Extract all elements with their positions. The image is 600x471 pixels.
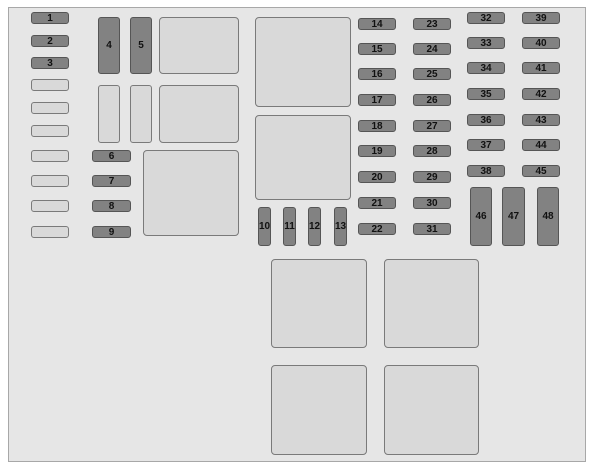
fuse-2: 2 bbox=[31, 35, 69, 47]
fuse-39: 39 bbox=[522, 12, 560, 24]
relay bbox=[255, 17, 351, 107]
fuse-24: 24 bbox=[413, 43, 451, 55]
empty-fuse-slot bbox=[31, 102, 69, 114]
fuse-30: 30 bbox=[413, 197, 451, 209]
relay bbox=[143, 150, 239, 236]
relay bbox=[255, 115, 351, 200]
fuse-20: 20 bbox=[358, 171, 396, 183]
empty-fuse-slot bbox=[31, 200, 69, 212]
fuse-44: 44 bbox=[522, 139, 560, 151]
fuse-16: 16 bbox=[358, 68, 396, 80]
fuse-26: 26 bbox=[413, 94, 451, 106]
fuse-43: 43 bbox=[522, 114, 560, 126]
fuse-1: 1 bbox=[31, 12, 69, 24]
fuse-3: 3 bbox=[31, 57, 69, 69]
fuse-15: 15 bbox=[358, 43, 396, 55]
fuse-18: 18 bbox=[358, 120, 396, 132]
fuse-8: 8 bbox=[92, 200, 131, 212]
fuse-19: 19 bbox=[358, 145, 396, 157]
fuse-34: 34 bbox=[467, 62, 505, 74]
fuse-35: 35 bbox=[467, 88, 505, 100]
relay bbox=[271, 365, 367, 455]
fuse-17: 17 bbox=[358, 94, 396, 106]
fuse-4: 4 bbox=[98, 17, 120, 74]
fuse-41: 41 bbox=[522, 62, 560, 74]
relay bbox=[159, 85, 239, 143]
fuse-22: 22 bbox=[358, 223, 396, 235]
fuse-38: 38 bbox=[467, 165, 505, 177]
fuse-9: 9 bbox=[92, 226, 131, 238]
fuse-27: 27 bbox=[413, 120, 451, 132]
fuse-31: 31 bbox=[413, 223, 451, 235]
fuse-37: 37 bbox=[467, 139, 505, 151]
fuse-11: 11 bbox=[283, 207, 296, 246]
empty-fuse-slot bbox=[31, 79, 69, 91]
fuse-10: 10 bbox=[258, 207, 271, 246]
empty-fuse-slot bbox=[31, 175, 69, 187]
fuse-40: 40 bbox=[522, 37, 560, 49]
fuse-5: 5 bbox=[130, 17, 152, 74]
fuse-29: 29 bbox=[413, 171, 451, 183]
fuse-45: 45 bbox=[522, 165, 560, 177]
fuse-25: 25 bbox=[413, 68, 451, 80]
empty-fuse-slot bbox=[130, 85, 152, 143]
fuse-28: 28 bbox=[413, 145, 451, 157]
fuse-13: 13 bbox=[334, 207, 347, 246]
fuse-47: 47 bbox=[502, 187, 525, 246]
relay bbox=[384, 365, 479, 455]
fuse-7: 7 bbox=[92, 175, 131, 187]
fuse-42: 42 bbox=[522, 88, 560, 100]
fuse-36: 36 bbox=[467, 114, 505, 126]
fuse-12: 12 bbox=[308, 207, 321, 246]
fuse-32: 32 bbox=[467, 12, 505, 24]
fuse-14: 14 bbox=[358, 18, 396, 30]
fuse-48: 48 bbox=[537, 187, 559, 246]
empty-fuse-slot bbox=[98, 85, 120, 143]
fuse-23: 23 bbox=[413, 18, 451, 30]
fuse-33: 33 bbox=[467, 37, 505, 49]
fuse-46: 46 bbox=[470, 187, 492, 246]
relay bbox=[271, 259, 367, 348]
empty-fuse-slot bbox=[31, 150, 69, 162]
relay bbox=[159, 17, 239, 74]
fuse-6: 6 bbox=[92, 150, 131, 162]
empty-fuse-slot bbox=[31, 226, 69, 238]
fuse-21: 21 bbox=[358, 197, 396, 209]
empty-fuse-slot bbox=[31, 125, 69, 137]
relay bbox=[384, 259, 479, 348]
